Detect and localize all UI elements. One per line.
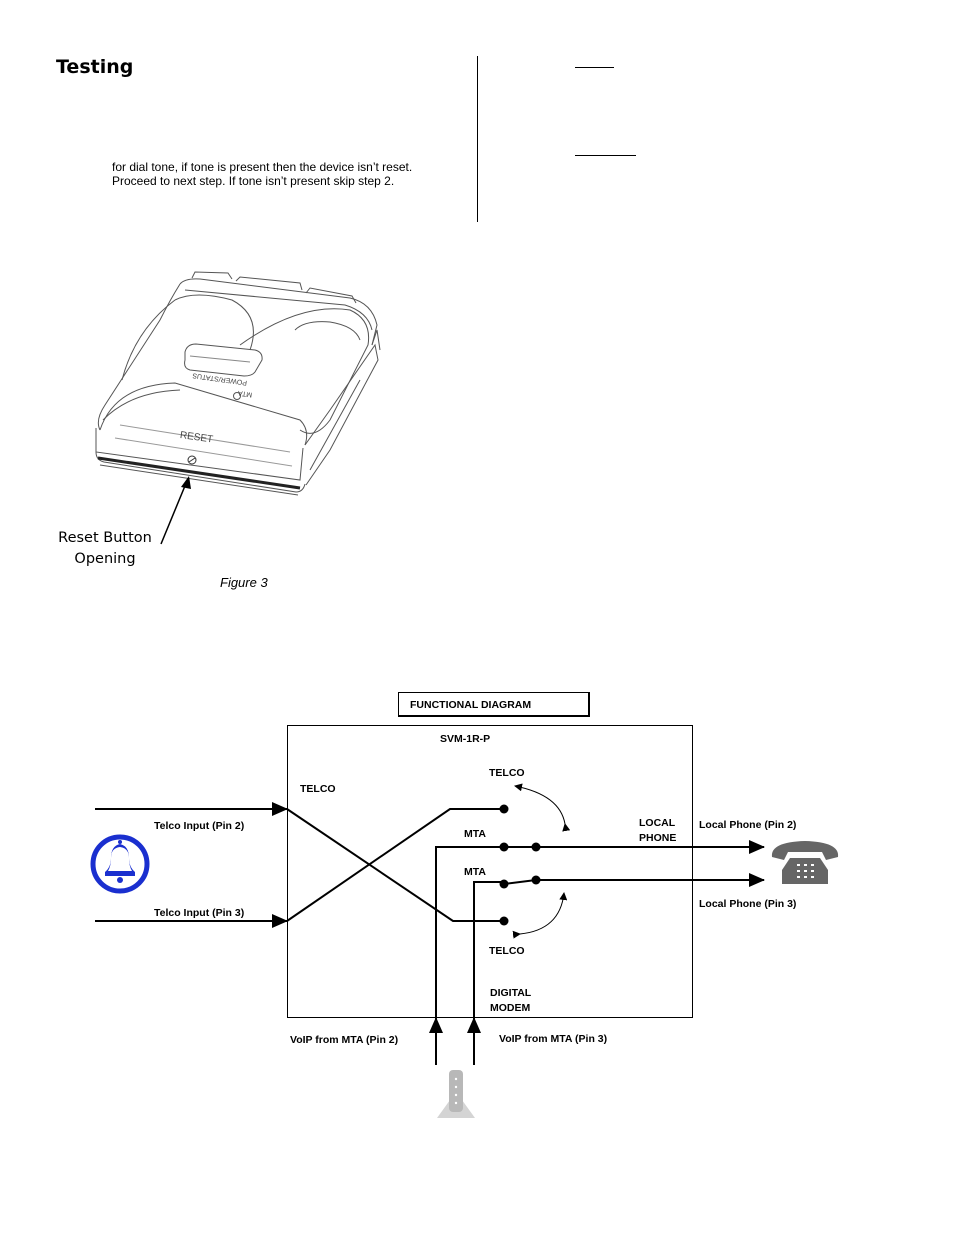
mta-top-label: MTA (464, 828, 486, 840)
column-divider (477, 56, 478, 222)
telco-input-pin3-label: Telco Input (Pin 3) (154, 907, 245, 919)
telco-bottom-label: TELCO (489, 945, 525, 957)
local-phone-pin3-label: Local Phone (Pin 3) (699, 898, 797, 910)
mta-line-pin3 (473, 881, 504, 1018)
contact-mta-bottom (499, 879, 509, 889)
paragraph-line-2: Proceed to next step. If tone isn’t pres… (112, 173, 395, 188)
section-heading: Testing (56, 56, 134, 78)
contact-common-top (531, 842, 541, 852)
cross-line-pin3 (286, 808, 504, 922)
cross-line-pin2 (286, 808, 504, 922)
paragraph-line-1: for dial tone, if tone is present then t… (112, 160, 413, 174)
voip-pin3-label: VoIP from MTA (Pin 3) (499, 1033, 608, 1045)
device-reset-text: RESET (179, 430, 214, 446)
bell-icon (90, 834, 150, 894)
telco-input-pin2-label: Telco Input (Pin 2) (154, 820, 245, 832)
digital-modem-line-2: MODEM (490, 1002, 531, 1014)
telco-left-label: TELCO (300, 783, 336, 795)
contact-telco-bottom (499, 916, 509, 926)
underline-rule-1 (575, 67, 614, 68)
reset-button-callout: Reset Button Opening (50, 528, 160, 570)
contact-common-bottom (531, 875, 541, 885)
callout-line-1: Reset Button (58, 530, 152, 546)
mta-bottom-label: MTA (464, 866, 486, 878)
device-box (287, 725, 693, 1018)
local-phone-pin2-label: Local Phone (Pin 2) (699, 819, 797, 831)
switch-arrow-bottom (512, 892, 568, 939)
digital-modem-line-1: DIGITAL (490, 987, 532, 999)
contact-mta-top (499, 842, 509, 852)
callout-line-2: Opening (74, 551, 136, 567)
callout-arrowhead (181, 476, 191, 489)
digital-modem-label: DIGITAL MODEM (490, 986, 531, 1016)
device-illustration (95, 271, 381, 496)
local-phone-line-1: LOCAL (639, 817, 676, 829)
telco-top-label: TELCO (489, 767, 525, 779)
modem-icon (437, 1070, 475, 1118)
instruction-paragraph: for dial tone, if tone is present then t… (112, 160, 452, 188)
figure-caption: Figure 3 (220, 575, 268, 590)
callout-line (160, 480, 188, 545)
switch-arrow-top (514, 783, 571, 832)
underline-rule-2 (575, 155, 636, 156)
local-phone-line-2: PHONE (639, 832, 677, 844)
voip-pin2-label: VoIP from MTA (Pin 2) (290, 1034, 399, 1046)
diagram-title: FUNCTIONAL DIAGRAM (410, 699, 532, 711)
diagram-title-box (398, 692, 590, 717)
contact-telco-top (499, 804, 509, 814)
device-mta-text: MTA (237, 389, 252, 398)
telephone-icon (771, 841, 839, 884)
mta-line-pin2 (435, 846, 504, 1018)
local-phone-label: LOCAL PHONE (639, 816, 676, 846)
device-name-label: SVM-1R-P (440, 733, 491, 745)
switch-arm-bottom (503, 879, 537, 885)
